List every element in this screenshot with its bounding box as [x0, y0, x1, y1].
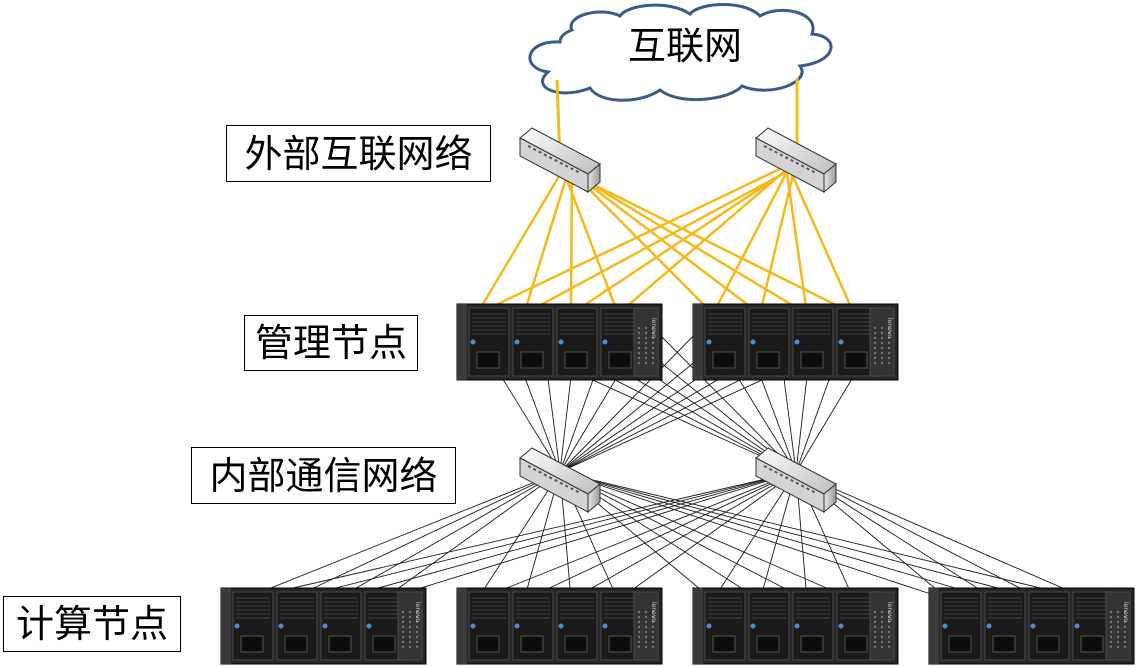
internal-link [240, 471, 561, 601]
internet-cloud [528, 3, 833, 102]
external-link [476, 164, 787, 316]
external-link [617, 169, 787, 315]
server-brand-text: lenovo [886, 602, 893, 622]
compute-server-1: lenovo [220, 587, 427, 665]
internal-link [381, 471, 561, 601]
compute-server-2: lenovo [456, 587, 663, 665]
internal-link [559, 471, 997, 601]
internal-link [287, 471, 561, 601]
server-brand-text: lenovo [1122, 602, 1129, 622]
internal-link [559, 471, 855, 601]
internal-link [559, 471, 1044, 601]
compute-server-4: lenovo [928, 587, 1135, 665]
server-brand-text: lenovo [650, 318, 657, 338]
management-server-1: lenovo [456, 303, 663, 381]
management-server-2: lenovo [692, 303, 899, 381]
internal-link [559, 471, 950, 601]
server-brand-text: lenovo [650, 602, 657, 622]
internal-link [334, 471, 561, 601]
internal-link [559, 471, 1091, 601]
internal-switch-icon-2 [755, 447, 837, 513]
external-link [475, 167, 566, 315]
internal-link [476, 471, 561, 601]
compute-server-3: lenovo [692, 587, 899, 665]
external-link [567, 170, 855, 316]
compute-nodes-label: 计算节点 [3, 596, 181, 652]
external-link [570, 164, 795, 316]
internal-link [559, 471, 808, 601]
server-brand-text: lenovo [414, 602, 421, 622]
external-link [711, 165, 792, 315]
external-link [567, 167, 714, 315]
external-link [571, 171, 761, 315]
external-link [562, 171, 620, 315]
external-link [522, 171, 570, 315]
internet-label: 互联网 [627, 24, 742, 68]
server-brand-text: lenovo [886, 318, 893, 338]
external-link [758, 169, 796, 315]
nodes: lenovo lenovo lenovo lenovo lenovo lenovo [220, 127, 1135, 665]
external-network-label: 外部互联网络 [226, 125, 491, 182]
internal-link [559, 323, 706, 473]
external-link [788, 169, 856, 315]
internal-link [795, 471, 1091, 601]
external-links [475, 78, 856, 316]
external-link [563, 166, 808, 316]
internal-network-label: 内部通信网络 [191, 447, 456, 504]
external-link [523, 168, 791, 316]
external-link [784, 165, 809, 315]
management-nodes-label: 管理节点 [244, 315, 418, 371]
